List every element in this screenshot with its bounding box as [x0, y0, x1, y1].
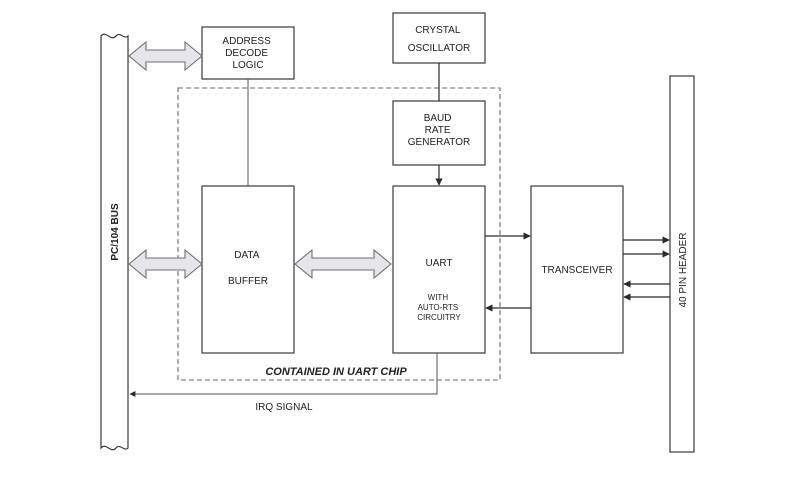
crystal-line: CRYSTAL: [415, 25, 461, 36]
address-decode-line: LOGIC: [232, 60, 263, 71]
uart-box: UART WITH AUTO-RTS CIRCUITRY: [392, 185, 486, 354]
bus-buffer-double-arrow: [128, 248, 203, 280]
pin-header-label: 40 PIN HEADER: [678, 232, 689, 307]
data-buffer-line: BUFFER: [228, 276, 268, 287]
svg-text:DATA BUFFER: DATA BUFFER: [228, 250, 268, 287]
address-decode-logic-box: ADDRESS DECODE LOGIC: [201, 26, 295, 80]
data-buffer-box: DATA BUFFER: [201, 185, 295, 354]
svg-text:ADDRESS DECODE LOG: ADDRESS DECODE LOGIC: [222, 36, 273, 71]
baud-line: BAUD: [424, 113, 452, 124]
bus-address-double-arrow: [128, 40, 203, 72]
svg-text:BAUD RATE GENERATO: BAUD RATE GENERATOR: [408, 113, 470, 148]
crystal-line: OSCILLATOR: [408, 43, 470, 54]
baud-rate-generator-box: BAUD RATE GENERATOR: [392, 100, 486, 166]
pc104-bus: PC/104 BUS: [100, 33, 129, 451]
crystal-oscillator-box: CRYSTAL OSCILLATOR: [392, 12, 486, 64]
baud-line: RATE: [425, 125, 451, 136]
uart-detail-line: WITH: [428, 293, 449, 302]
uart-detail-line: CIRCUITRY: [417, 313, 461, 322]
transceiver-label: TRANSCEIVER: [541, 265, 612, 276]
address-decode-line: ADDRESS: [222, 36, 271, 47]
baud-line: GENERATOR: [408, 137, 470, 148]
uart-chip-boundary: [177, 87, 501, 381]
irq-signal-line: [129, 353, 438, 397]
transceiver-box: TRANSCEIVER: [530, 185, 624, 354]
buffer-uart-double-arrow: [294, 248, 392, 280]
uart-detail-line: AUTO-RTS: [418, 303, 459, 312]
data-buffer-line: DATA: [234, 250, 260, 261]
pc104-bus-label: PC/104 BUS: [110, 203, 121, 261]
svg-text:CRYSTAL OSCILLATOR: CRYSTAL OSCILLATOR: [408, 25, 470, 54]
svg-text:WITH AUTO-RTS CIRC: WITH AUTO-RTS CIRCUITRY: [417, 293, 461, 322]
address-decode-line: DECODE: [225, 48, 268, 59]
irq-signal-label: IRQ SIGNAL: [255, 402, 313, 413]
uart-chip-label: CONTAINED IN UART CHIP: [265, 366, 407, 378]
uart-title: UART: [425, 258, 452, 269]
pin-header: 40 PIN HEADER: [669, 75, 695, 453]
